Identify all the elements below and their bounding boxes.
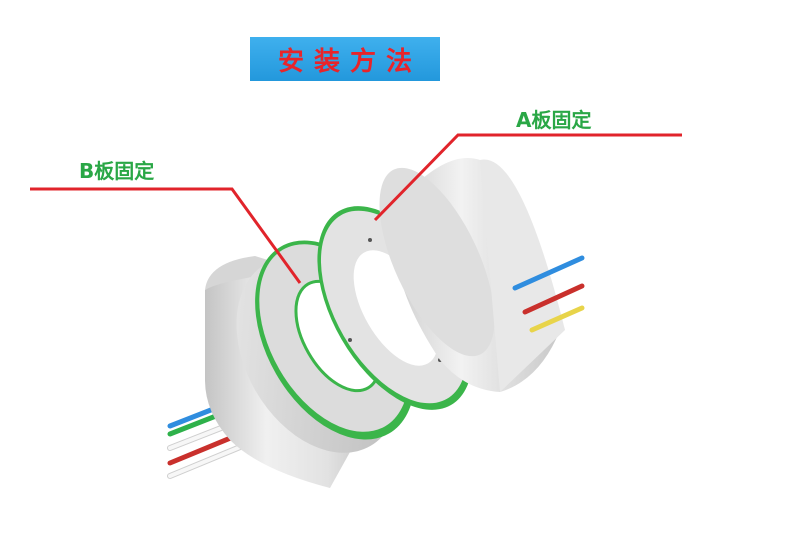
title-banner: 安装方法	[250, 37, 440, 81]
left-wire-bundle	[167, 387, 265, 479]
a-plate-leader-line	[373, 133, 682, 222]
right-housing	[379, 158, 565, 392]
b-plate-leader-line	[30, 187, 302, 284]
right-wire-bundle	[512, 255, 585, 333]
page-title: 安装方法	[277, 46, 422, 77]
b-plate-callout-label: B板固定	[79, 159, 155, 183]
a-plate-callout-label: A板固定	[516, 108, 592, 132]
